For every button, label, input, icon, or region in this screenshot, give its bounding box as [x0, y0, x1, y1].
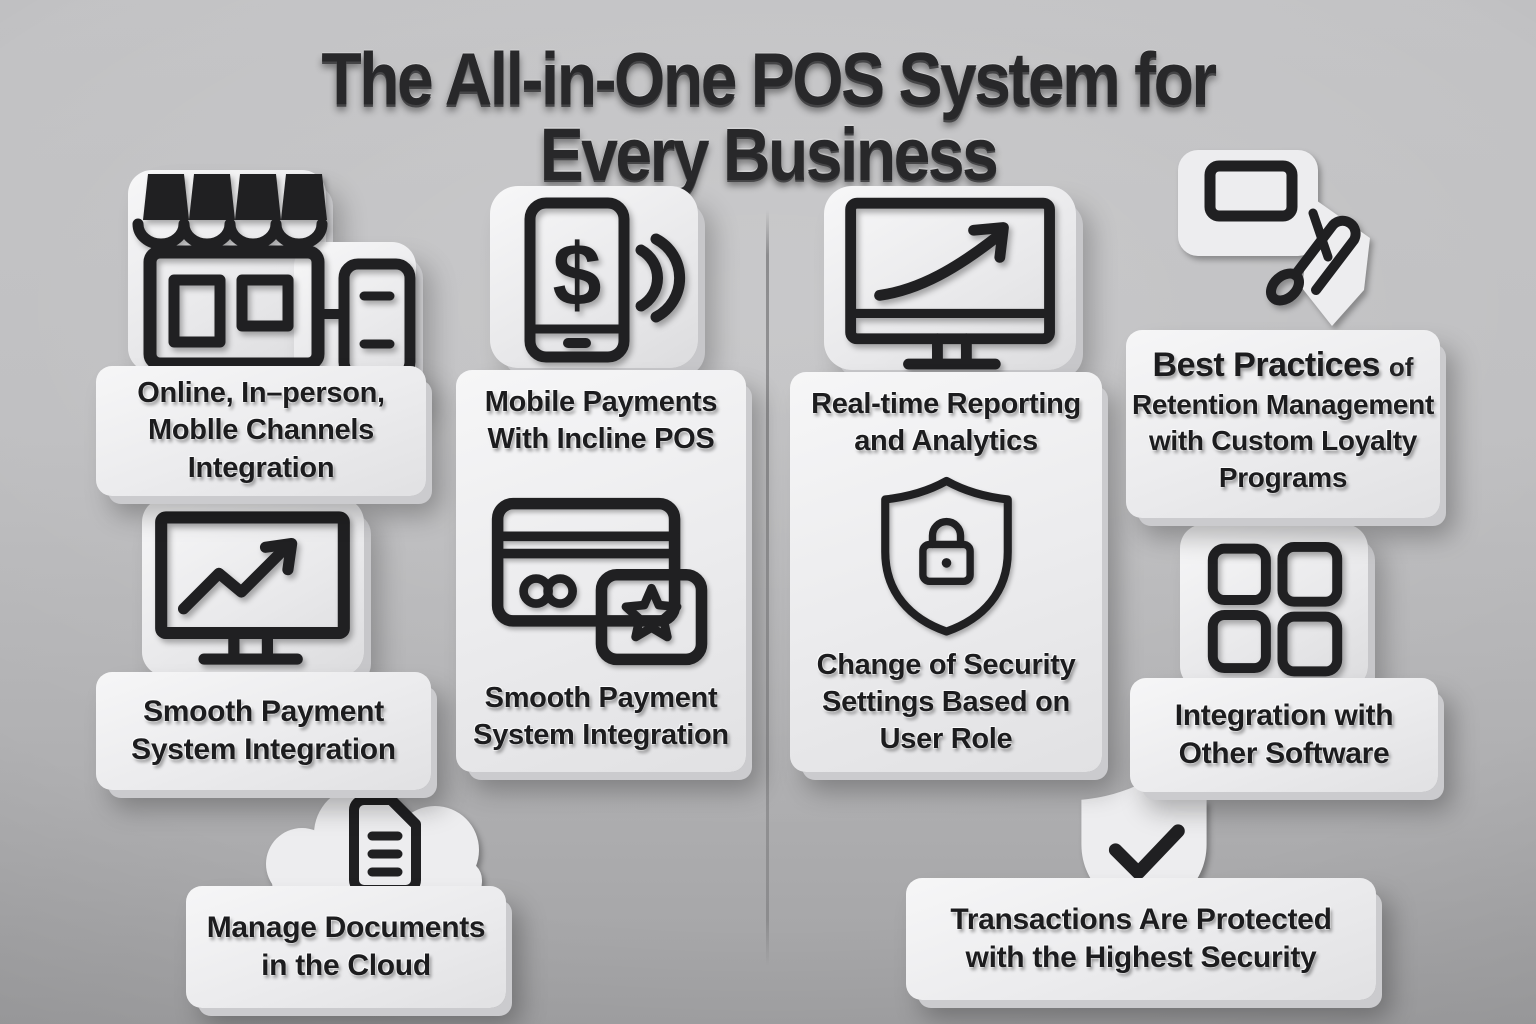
card-best-practices-rest: Retention Management with Custom Loyalty… — [1131, 389, 1435, 493]
card-online-inperson-mobile: Online, In–person, Moblle Channels Integ… — [96, 366, 426, 496]
monitor-trend-chart-icon — [155, 511, 350, 665]
card-integration-software: Integration with Other Software — [1130, 678, 1438, 792]
card-transactions-protected: Transactions Are Protected with the High… — [906, 878, 1376, 1000]
credit-card-loyalty-star-icon — [491, 497, 708, 666]
card-integration-software-label: Integration with Other Software — [1174, 698, 1394, 770]
column-divider-line — [766, 210, 769, 966]
card-security-settings-label: Change of Security Settings Based on Use… — [816, 648, 1076, 755]
storefront-with-mobile-icon — [132, 174, 416, 382]
card-best-practices-of: of — [1388, 352, 1414, 382]
shield-lock-icon — [881, 476, 1012, 636]
card-realtime-reporting-label: Real-time Reporting and Analytics — [811, 388, 1081, 458]
card-transactions-protected-label: Transactions Are Protected with the High… — [950, 902, 1332, 974]
page-title-line1: The All-in-One POS System for — [321, 37, 1217, 121]
monitor-growth-arrow-icon — [845, 197, 1055, 370]
card-realtime-reporting-panel: Real-time Reporting and Analytics Change… — [790, 372, 1102, 772]
card-smooth-payment-left: Smooth Payment System Integration — [96, 672, 431, 790]
tap-gesture-icon — [1178, 150, 1370, 326]
app-grid-icon — [1207, 541, 1343, 677]
page-title-line2: Every Business — [539, 112, 999, 196]
card-smooth-payment-left-label: Smooth Payment System Integration — [131, 694, 396, 766]
page-title: The All-in-One POS System for Every Busi… — [0, 37, 1536, 196]
mobile-payment-contactless-icon: $ — [524, 197, 686, 363]
card-best-practices-emphasis: Best Practices — [1152, 346, 1381, 384]
card-mobile-payments-label: Mobile Payments With Incline POS — [484, 386, 718, 456]
card-best-practices-line1: Best Practices of — [1153, 346, 1414, 385]
card-online-inperson-mobile-label: Online, In–person, Moblle Channels Integ… — [137, 377, 385, 484]
card-smooth-payment-mid-label: Smooth Payment System Integration — [473, 681, 729, 751]
card-manage-documents: Manage Documents in the Cloud — [186, 886, 506, 1008]
card-mobile-payments-panel: Mobile Payments With Incline POS Smooth … — [456, 370, 746, 772]
dollar-sign-glyph: $ — [553, 225, 602, 324]
card-best-practices: Best Practices of Retention Management w… — [1126, 330, 1440, 518]
card-manage-documents-label: Manage Documents in the Cloud — [206, 910, 486, 982]
